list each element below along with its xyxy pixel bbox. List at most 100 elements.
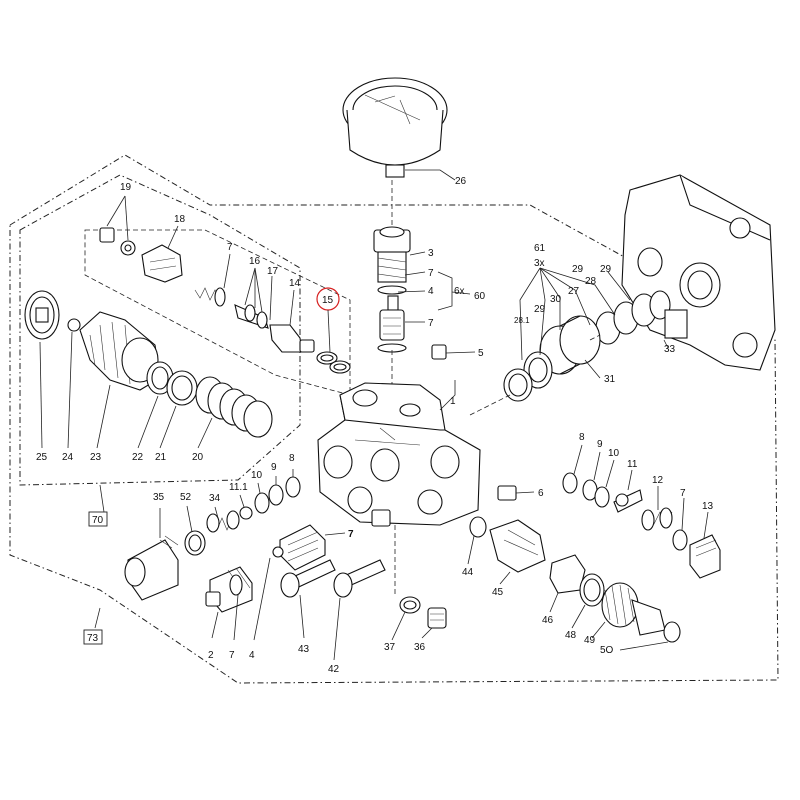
callout-45: 45 <box>492 587 504 598</box>
callout-23: 23 <box>90 452 102 463</box>
assembly-label-73: 73 <box>83 607 103 645</box>
callout-36: 36 <box>414 642 426 653</box>
washer-19b <box>120 240 136 256</box>
spring-12 <box>641 507 673 531</box>
callout-5: 5 <box>478 348 484 359</box>
fitting-35 <box>124 535 179 601</box>
callout-35: 35 <box>153 492 165 503</box>
callout-29: 29 <box>600 264 612 275</box>
callout-labels: 26 3 7 4 7 6x 60 5 1 19 18 7 16 17 14 15… <box>36 176 714 675</box>
callout-12: 12 <box>652 475 664 486</box>
callout-52: 52 <box>180 492 192 503</box>
oring-7f <box>672 529 688 551</box>
oring-15 <box>316 351 351 374</box>
ring-30 <box>523 351 553 389</box>
oring-8b <box>562 472 578 494</box>
valve-4b <box>272 524 326 571</box>
oring-44 <box>469 516 487 538</box>
callout-42: 42 <box>328 664 340 675</box>
callout-9: 9 <box>597 439 603 450</box>
seat-10b <box>594 486 610 508</box>
adjuster-knob-18 <box>141 244 183 283</box>
callout-48: 48 <box>565 630 577 641</box>
callout-7: 7 <box>227 242 233 253</box>
callout-31: 31 <box>604 374 616 385</box>
ball-111 <box>239 506 253 520</box>
callout-28-1: 28.1 <box>514 316 530 325</box>
manifold-body <box>317 382 481 527</box>
assembly-73-boundary <box>9 154 779 684</box>
plug-2 <box>205 566 253 613</box>
nut-24 <box>67 318 81 332</box>
callout-49: 49 <box>584 635 596 646</box>
callout-2: 2 <box>208 650 214 661</box>
ring-21 <box>166 370 198 406</box>
callout-16: 16 <box>249 256 261 267</box>
callout-11-1: 11.1 <box>229 482 248 493</box>
pressure-gauge <box>342 77 448 178</box>
bolt-43 <box>280 559 336 598</box>
washer-37 <box>399 596 421 614</box>
nut-19a <box>99 227 115 243</box>
callout-9: 9 <box>271 462 277 473</box>
oring-9a <box>268 484 284 506</box>
callout-21: 21 <box>155 452 167 463</box>
connector-49 <box>601 582 666 636</box>
callout-7: 7 <box>229 650 235 661</box>
callout-44: 44 <box>462 567 474 578</box>
spring-34 <box>206 510 240 533</box>
callout-24: 24 <box>62 452 74 463</box>
svg-text:70: 70 <box>92 515 104 526</box>
callout-43: 43 <box>298 644 310 655</box>
oring-7d <box>229 574 243 596</box>
callout-3x: 3x <box>534 258 545 269</box>
callout-34: 34 <box>209 493 221 504</box>
callout-6x: 6x <box>454 286 465 297</box>
callout-26: 26 <box>455 176 467 187</box>
callout-15: 15 <box>322 295 334 306</box>
callout-10: 10 <box>251 470 263 481</box>
callout-37: 37 <box>384 642 396 653</box>
outlet-fitting <box>373 226 411 283</box>
nut-36 <box>427 607 447 629</box>
oring-8a <box>285 476 301 498</box>
cap-25 <box>24 290 60 340</box>
callout-13: 13 <box>702 501 714 512</box>
callout-19: 19 <box>120 182 132 193</box>
oring-52 <box>184 530 206 556</box>
callout-22: 22 <box>132 452 144 463</box>
callout-33: 33 <box>664 344 676 355</box>
piston-16 <box>234 304 269 329</box>
svg-text:73: 73 <box>87 633 99 644</box>
adapter-45 <box>489 519 546 573</box>
callout-1: 1 <box>450 396 456 407</box>
callout-46: 46 <box>542 615 554 626</box>
seat-10a <box>254 492 270 514</box>
poppet-11 <box>613 489 643 513</box>
callout-4: 4 <box>428 286 434 297</box>
assembly-70-boundary <box>19 174 301 486</box>
seat-14 <box>269 324 315 353</box>
o-ring <box>377 285 407 295</box>
crankcase-flange <box>621 174 776 371</box>
callout-17: 17 <box>267 266 279 277</box>
valve-cartridge <box>379 295 405 341</box>
callout-18: 18 <box>174 214 186 225</box>
callout-7: 7 <box>428 318 434 329</box>
callout-6: 6 <box>538 488 544 499</box>
callout-4: 4 <box>249 650 255 661</box>
callout-14: 14 <box>289 278 301 289</box>
oring-50 <box>663 621 681 643</box>
callout-7: 7 <box>680 488 686 499</box>
callout-25: 25 <box>36 452 48 463</box>
plug-6 <box>497 485 517 501</box>
callout-8: 8 <box>579 432 585 443</box>
ring-48 <box>579 573 605 607</box>
callout-28: 28 <box>585 276 597 287</box>
spring-20 <box>195 376 273 438</box>
callout-10: 10 <box>608 448 620 459</box>
callout-30: 30 <box>550 294 562 305</box>
plug <box>431 344 447 360</box>
